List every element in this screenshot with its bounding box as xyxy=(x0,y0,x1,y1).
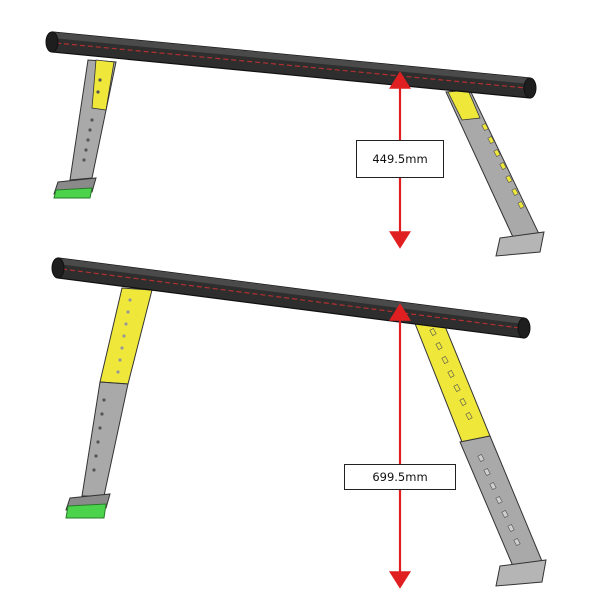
right-leg-short xyxy=(445,89,545,257)
rack-tall-configuration xyxy=(51,257,547,589)
measurement-label-short: 449.5mm xyxy=(356,140,444,178)
left-leg-short xyxy=(53,59,117,199)
left-foot-plate-tall xyxy=(65,503,107,519)
right-leg-tall xyxy=(411,313,547,587)
rack-short-configuration xyxy=(45,31,545,257)
left-leg-tall xyxy=(65,287,153,519)
crossbar-short xyxy=(45,31,537,99)
measurement-label-tall: 699.5mm xyxy=(344,464,456,490)
left-foot-plate-short xyxy=(53,187,93,199)
